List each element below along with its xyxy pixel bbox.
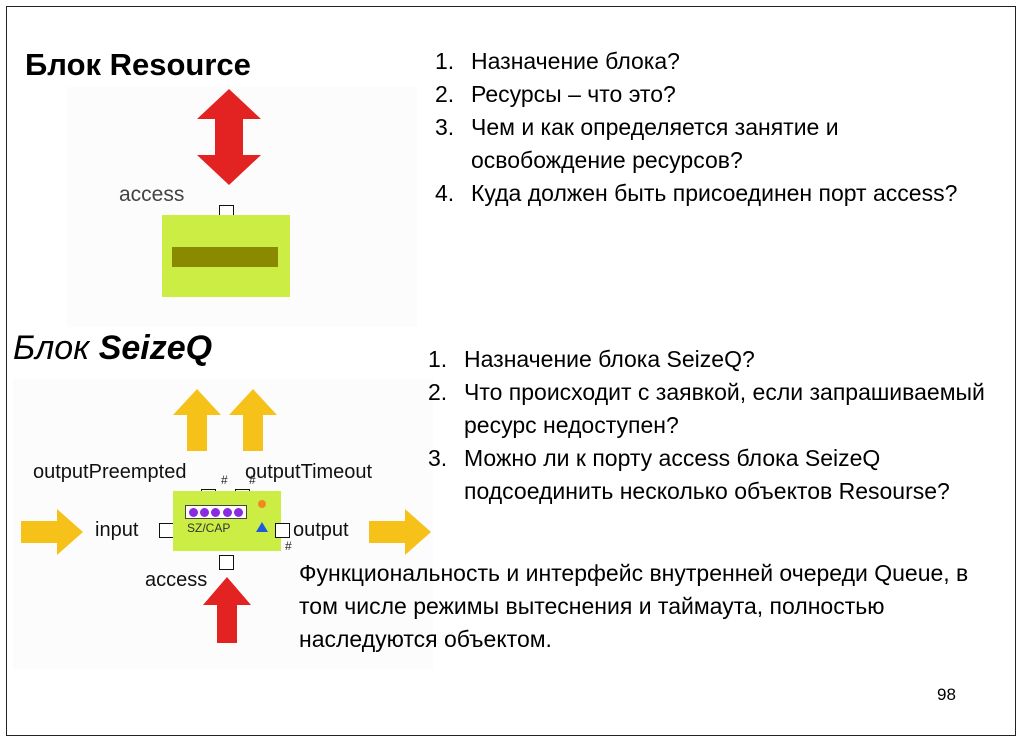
list-item: 3.Чем и как определяется занятие и освоб… [435,114,839,173]
note-text: Функциональность и интерфейс внутренней … [299,560,969,652]
output-port-label: output [293,519,349,541]
resource-questions: 1.Назначение блока? 2.Ресурсы – что это?… [435,45,995,210]
queue-dot [233,507,243,517]
input-port-label: input [95,519,139,541]
slide: Блок Resource access Блок SeizeQ outputP… [6,6,1016,736]
block-label: SZ/CAP [187,521,231,535]
queue-dot [222,507,232,517]
list-item: 2.Ресурсы – что это? [435,81,676,107]
arrow-up-red-icon [203,577,251,643]
hash-mark: # [249,473,256,487]
access-port-label: access [119,183,185,206]
seizeq-questions: 1.Назначение блока SeizeQ? 2.Что происхо… [428,343,988,508]
resource-bar [172,247,278,267]
list-item: 1.Назначение блока? [435,48,680,74]
queue-dot [189,507,199,517]
queue-dot [200,507,210,517]
list-item: 2.Что происходит с заявкой, если запраши… [428,379,985,438]
title-seizeq-name: SeizeQ [98,329,213,367]
list-item: 4.Куда должен быть присоединен порт acce… [435,180,958,206]
arrow-up-icon [229,389,277,451]
output-port[interactable] [275,523,290,538]
queue-indicator [185,505,247,519]
seizeq-diagram: outputPreempted # outputTimeout # input … [13,379,433,669]
resource-diagram: access [67,87,417,327]
output-preempted-label: outputPreempted [33,461,187,483]
list-item: 1.Назначение блока SeizeQ? [428,346,755,372]
double-arrow-icon [197,89,261,185]
access-port-label: access [145,569,208,591]
triangle-icon [256,522,268,532]
resource-block[interactable] [162,215,290,297]
seizeq-block[interactable]: SZ/CAP [173,491,281,551]
title-seizeq: Блок SeizeQ [13,329,213,367]
list-item: 3.Можно ли к порту access блока SeizeQ п… [428,445,950,504]
hash-mark: # [285,539,292,553]
queue-dot [211,507,221,517]
arrow-right-icon [369,509,431,555]
hash-mark: # [221,473,228,487]
page-number: 98 [937,685,956,704]
status-dot-icon [258,500,266,508]
arrow-right-icon [21,509,83,555]
output-timeout-label: outputTimeout [245,461,373,483]
access-port[interactable] [219,555,234,570]
arrow-up-icon [173,389,221,451]
input-port[interactable] [159,523,174,538]
title-resource: Блок Resource [25,47,251,82]
